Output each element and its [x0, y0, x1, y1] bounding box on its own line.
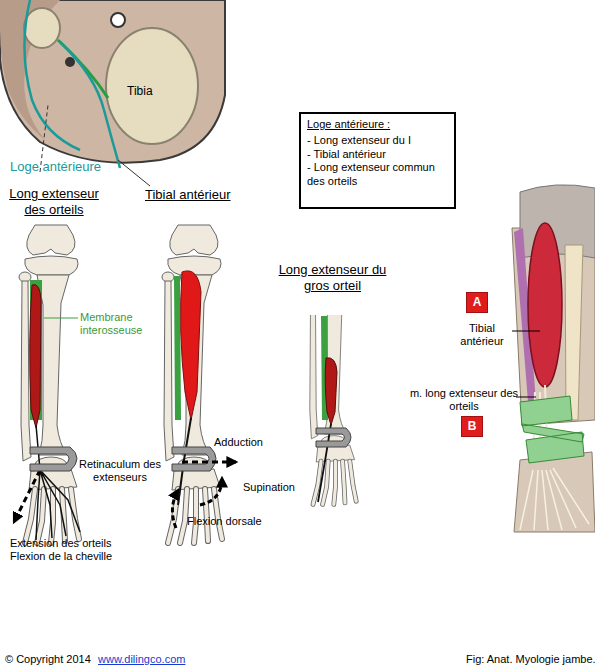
- leader-line: [512, 331, 540, 332]
- leg-skeleton: [162, 225, 236, 543]
- muscle: [325, 358, 337, 425]
- action-label: Adduction: [214, 436, 263, 449]
- muscle-title: Long extenseur des orteils: [2, 186, 106, 217]
- leader-line: [118, 160, 150, 186]
- figure-caption: Fig: Anat. Myologie jambe. p2: [466, 653, 595, 666]
- website-link: www.dilingco.com: [98, 653, 185, 666]
- muscle-section: [0, 0, 60, 140]
- box-text: - Tibial antérieur: [307, 148, 448, 162]
- muscle: [181, 271, 201, 420]
- action-arrow: [14, 470, 40, 522]
- action-arrow: [172, 490, 178, 528]
- part-label: m. long extenseur des orteils: [408, 387, 520, 413]
- part-label: Tibial antérieur: [452, 322, 512, 348]
- bone-label: Tibia: [127, 84, 153, 98]
- callout-letter: B: [461, 416, 483, 437]
- vessel: [65, 57, 75, 67]
- box-text: - Long extenseur du I: [307, 134, 448, 148]
- box-text: - Long extenseur commun des orteils: [307, 161, 448, 189]
- copyright-note: © Copyright 2014: [5, 653, 91, 666]
- muscle: [30, 285, 41, 428]
- compartment-line: [60, 42, 120, 168]
- action-arrow: [182, 461, 236, 464]
- part-label: Membrane interosseuse: [80, 311, 160, 337]
- fibula-bone: [24, 8, 60, 48]
- action-label: Flexion dorsale: [187, 515, 262, 528]
- muscle-title: Long extenseur du gros orteil: [275, 262, 390, 293]
- box-text: A: [467, 293, 487, 312]
- cross-section: [0, 0, 225, 186]
- tendon: [520, 468, 589, 530]
- muscle-title: Tibial antérieur: [145, 187, 231, 203]
- compartment-label: Loge antérieure: [10, 159, 101, 175]
- action-arrow: [200, 478, 222, 505]
- compartment-line: [24, 0, 80, 150]
- box-text: B: [462, 417, 482, 436]
- retinaculum: [316, 428, 351, 447]
- leader-line: [44, 318, 78, 319]
- tendon: [318, 424, 331, 502]
- action-label: Extension des orteils Flexion de la chev…: [10, 537, 132, 563]
- part-label: Retinaculum des extenseurs: [72, 458, 168, 484]
- box-heading: Loge antérieure :: [307, 118, 448, 132]
- tendon: [36, 425, 80, 540]
- retinaculum: [30, 447, 77, 471]
- leg-anatomy: [512, 185, 595, 532]
- tibia-bone: [106, 28, 198, 144]
- foot: [514, 452, 595, 532]
- tibia-bone: [565, 245, 583, 420]
- leg-skeleton: [14, 225, 80, 543]
- action-label: Supination: [243, 481, 295, 494]
- callout-letter: A: [466, 292, 488, 313]
- leader-line: [516, 397, 536, 398]
- retinaculum: [172, 447, 216, 471]
- membrane-strip: [174, 276, 181, 420]
- legend-box: Loge antérieure :- Long extenseur du I- …: [299, 112, 456, 209]
- muscle: [528, 223, 562, 387]
- retinaculum: [520, 396, 584, 463]
- vessel: [111, 13, 125, 27]
